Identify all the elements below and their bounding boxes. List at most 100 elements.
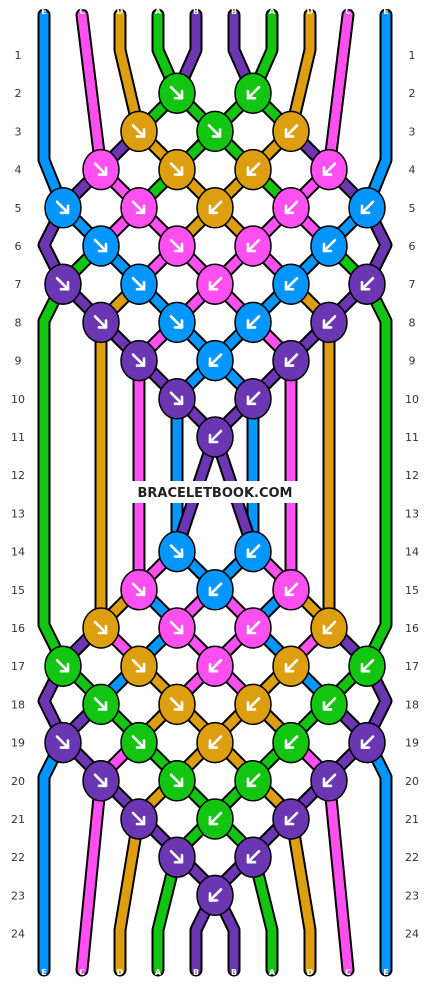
arrow-knot-icon	[284, 658, 299, 673]
strand-24	[39, 734, 68, 975]
arrow-knot-icon	[322, 315, 337, 329]
strand-13	[362, 278, 391, 668]
row-number-right: 3	[409, 125, 416, 138]
strand-label-top: A	[155, 7, 162, 16]
arrow-knot-icon	[169, 697, 184, 711]
row-number-right: 2	[409, 87, 416, 100]
strand-31	[248, 848, 277, 975]
knot	[196, 263, 234, 305]
strand-label-bottom: C	[345, 968, 351, 977]
knot	[44, 187, 82, 229]
row-number-right: 9	[409, 355, 416, 368]
knot	[272, 569, 310, 611]
arrow-knot-icon	[131, 200, 146, 215]
knot	[348, 721, 386, 764]
row-number-right: 7	[409, 278, 416, 291]
knot	[348, 263, 386, 305]
knot	[158, 225, 196, 267]
arrow-knot-icon	[169, 544, 184, 558]
arrow-knot-icon	[284, 735, 299, 749]
strand-label-bottom: B	[193, 968, 199, 977]
row-number-right: 8	[409, 316, 416, 329]
row-number-right: 10	[405, 393, 419, 406]
strand-1	[77, 10, 106, 174]
arrow-knot-icon	[93, 315, 108, 329]
knot	[196, 416, 234, 458]
knot	[120, 187, 158, 229]
arrow-knot-icon	[93, 238, 108, 253]
strand-9	[362, 10, 391, 212]
arrow-knot-icon	[207, 124, 222, 138]
knot	[82, 760, 120, 802]
arrow-knot-icon	[169, 773, 184, 788]
row-number-right: 22	[405, 851, 419, 864]
knot	[196, 110, 234, 153]
strand-label-bottom: D	[307, 968, 314, 977]
knot	[120, 798, 158, 840]
row-number-left: 19	[11, 737, 25, 750]
strand-label-bottom: A	[155, 968, 162, 977]
arrow-knot-icon	[169, 162, 184, 176]
knot	[348, 645, 386, 687]
row-number-left: 10	[11, 393, 25, 406]
row-number-right: 15	[405, 584, 419, 597]
knot	[44, 721, 82, 764]
arrow-knot-icon	[93, 620, 108, 635]
arrow-knot-icon	[169, 391, 184, 406]
strand-label-top: B	[231, 7, 237, 16]
knot	[158, 530, 196, 573]
strand-label-bottom: D	[117, 968, 124, 977]
knot	[158, 301, 196, 344]
strand-0	[39, 10, 68, 212]
knot	[272, 721, 310, 764]
row-number-right: 23	[405, 889, 419, 902]
arrow-knot-icon	[131, 353, 146, 367]
arrow-knot-icon	[246, 391, 261, 406]
knot	[196, 874, 234, 917]
row-number-left: 14	[11, 546, 25, 559]
strand-label-bottom: E	[383, 968, 388, 977]
knot	[120, 645, 158, 687]
arrow-knot-icon	[55, 658, 70, 673]
row-number-left: 3	[15, 125, 22, 138]
row-number-left: 1	[15, 49, 22, 62]
strand-27	[324, 772, 353, 975]
arrow-knot-icon	[246, 773, 261, 788]
knot	[44, 645, 82, 687]
arrow-knot-icon	[284, 124, 299, 138]
arrow-knot-icon	[208, 429, 223, 444]
arrow-knot-icon	[131, 658, 146, 673]
knot	[234, 72, 272, 114]
knot	[310, 301, 348, 344]
knot	[44, 263, 82, 305]
arrow-knot-icon	[93, 697, 108, 711]
arrow-knot-icon	[246, 544, 261, 558]
row-number-right: 24	[405, 928, 419, 941]
knots-layer	[44, 72, 386, 917]
arrow-knot-icon	[284, 811, 299, 826]
knot	[158, 760, 196, 802]
arrow-knot-icon	[208, 888, 223, 902]
strand-label-top: C	[79, 7, 85, 16]
arrow-knot-icon	[246, 238, 261, 253]
knot	[196, 339, 234, 382]
knot	[158, 683, 196, 726]
arrow-knot-icon	[246, 315, 261, 329]
knot	[310, 683, 348, 726]
arrow-knot-icon	[131, 124, 146, 138]
row-number-left: 15	[11, 584, 25, 597]
arrow-knot-icon	[169, 315, 184, 329]
knot	[234, 530, 272, 573]
knot	[348, 187, 386, 229]
arrow-knot-icon	[360, 658, 375, 673]
knot	[310, 760, 348, 802]
strand-label-top: E	[383, 7, 388, 16]
arrow-knot-icon	[169, 238, 184, 253]
strand-label-top: E	[41, 7, 46, 16]
strand-7	[286, 10, 315, 136]
knot	[272, 339, 310, 382]
arrow-knot-icon	[322, 773, 337, 788]
arrow-knot-icon	[208, 811, 223, 826]
knot	[82, 301, 120, 344]
